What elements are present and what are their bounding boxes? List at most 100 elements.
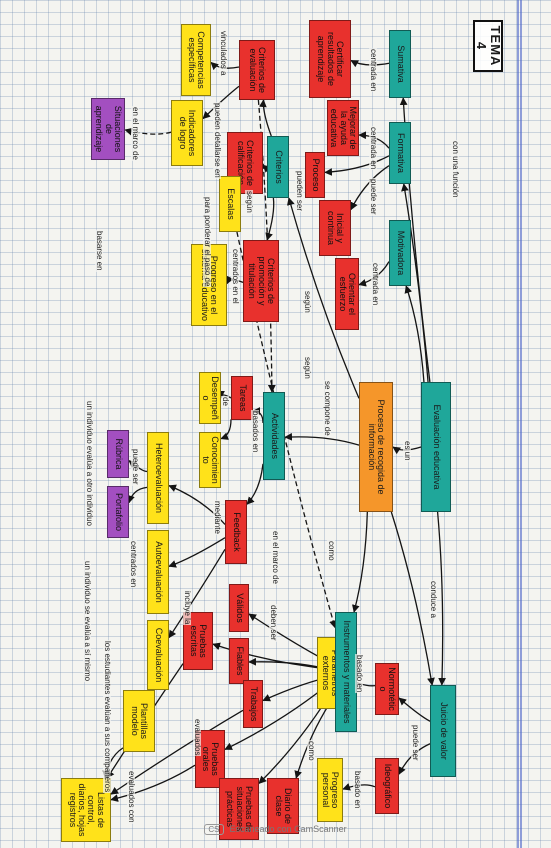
- connector-evaluacion-educativa-to-formativa: [401, 183, 429, 383]
- edge-label-centrada-en-2: centrada en: [369, 126, 378, 171]
- concept-map: TEMA 4 Evaluación educativa Juicio de va…: [40, 0, 511, 848]
- edge-label-un-individuo-evalua: un individuo evalúa a otro individuo: [85, 400, 94, 527]
- connector-criterios-to-criterios-promocion: [265, 197, 275, 241]
- node-certificar-resultados: Certificar resultados de aprendizaje: [309, 20, 351, 98]
- connector-escalas-to-instrumentos-materiales: [236, 231, 337, 629]
- node-competencias-especificas: Competencias específicas: [181, 24, 211, 96]
- edge-label-pueden-detallarse-en: pueden detallarse en: [213, 102, 222, 179]
- connector-proceso-recogida-to-criterios: [287, 197, 360, 399]
- connector-formativa-to-proceso: [324, 155, 390, 176]
- scanner-logo: CS: [204, 823, 224, 835]
- edge-label-se-compone-de: se compone de: [323, 380, 332, 437]
- node-normotetico: Normotético: [375, 663, 399, 715]
- scanner-watermark-text: Escaneado con CamScanner: [229, 824, 347, 834]
- edge-label-pueden-ser: pueden ser: [295, 170, 304, 213]
- node-coevaluacion: Coevaluación: [147, 620, 169, 690]
- edge-label-como-2: como: [307, 740, 316, 762]
- edge-label-basado-en-1: basado en: [355, 654, 364, 694]
- connector-evaluacion-educativa-to-motivadora: [404, 285, 425, 383]
- edge-label-de: de: [221, 396, 230, 407]
- edge-label-para-ponderar: para ponderar el paso de: [203, 196, 212, 288]
- node-rubrica: Rúbrica: [107, 430, 129, 478]
- connector-actividades-to-feedback: [246, 463, 264, 505]
- edge-label-como: como: [327, 540, 336, 562]
- node-proceso-recogida: Proceso de recogida de información: [359, 382, 393, 512]
- node-motivadora: Motivadora: [389, 220, 411, 286]
- node-progreso-personal: Progreso personal: [317, 758, 343, 822]
- connector-pruebas-orales-to-listas-control: [110, 764, 196, 802]
- edge-label-puede-ser-2: puede ser: [411, 724, 420, 762]
- connector-heteroevaluacion-to-portafolio: [127, 486, 148, 504]
- edge-label-estudiantes-evaluan: los estudiantes evalúan a sus compañeros: [103, 640, 112, 794]
- node-tareas: Tareas: [231, 376, 253, 420]
- node-ideografico: Ideográfico: [375, 758, 399, 814]
- node-formativa: Formativa: [389, 122, 411, 184]
- edge-label-segun-3: según: [245, 190, 254, 214]
- edge-label-con-una-funcion: con una función: [451, 140, 460, 199]
- edge-label-incluye-la: incluye la: [183, 590, 192, 626]
- connector-feedback-to-coevaluacion: [168, 549, 226, 639]
- node-instrumentos-materiales: Instrumentos y materiales: [335, 612, 357, 732]
- connector-tareas-to-conocimiento: [220, 419, 232, 440]
- edge-label-segun-2: según: [303, 356, 312, 380]
- node-feedback: Feedback: [225, 500, 247, 564]
- node-criterios: Criterios: [267, 136, 289, 198]
- connector-criterios-to-criterios-evaluacion: [258, 99, 272, 137]
- edge-label-es-un: es un: [403, 440, 412, 462]
- connector-proceso-recogida-to-actividades: [284, 432, 360, 446]
- edge-label-centrados-en: centrados en: [129, 540, 138, 589]
- node-indicadores-logro: Indicadores de logro: [171, 100, 203, 166]
- scanner-watermark: CS Escaneado con CamScanner: [0, 820, 551, 838]
- node-trabajos: Trabajos: [243, 680, 263, 728]
- connector-sumativa-to-certificar-resultados: [350, 59, 390, 68]
- connector-indicadores-logro-to-situaciones-aprendizaje: [124, 127, 172, 136]
- node-situaciones-aprendizaje: Situaciones de aprendizaje: [91, 98, 125, 160]
- node-fiables: Fiables: [229, 638, 249, 684]
- connector-feedback-to-autoevaluacion: [168, 537, 226, 568]
- map-title: TEMA 4: [473, 20, 503, 72]
- node-mejorar-ayuda: Mejorar de la ayuda educativa: [327, 100, 359, 156]
- node-portafolio: Portafolio: [107, 486, 129, 538]
- edge-label-deben-ser: deben ser: [269, 604, 278, 642]
- node-inicial-continua: Inicial y continua: [319, 200, 351, 256]
- connector-evaluacion-educativa-to-juicio-de-valor: [436, 511, 446, 686]
- node-evaluacion-educativa: Evaluación educativa: [421, 382, 451, 512]
- node-juicio-de-valor: Juicio de valor: [430, 685, 456, 777]
- connector-proceso-recogida-to-juicio-de-valor: [390, 511, 435, 686]
- node-proceso: Proceso: [305, 152, 325, 198]
- node-plantillas-modelo: Plantillas modelo: [123, 690, 155, 752]
- edge-label-en-el-marco-de-2: en el marco de: [271, 530, 280, 585]
- edge-label-en-el-marco-de-1: en el marco de: [131, 106, 140, 161]
- connector-ideografico-to-progreso-personal: [342, 783, 376, 791]
- edge-label-un-individuo-se-evalua: un individuo se evalúa a sí mismo: [83, 560, 92, 683]
- connector-juicio-de-valor-to-normotetico: [398, 697, 431, 722]
- node-autoevaluacion: Autoevaluación: [147, 530, 169, 614]
- edge-label-basados-en: basados en: [251, 410, 260, 454]
- edge-label-segun-1: según: [303, 290, 312, 314]
- edge-label-conduce-a: conduce a: [429, 580, 438, 619]
- node-desempeno: Desempeño: [199, 372, 221, 424]
- connector-proceso-recogida-to-instrumentos-materiales: [352, 511, 368, 613]
- node-criterios-promocion: Criterios de promoción y titulación: [243, 240, 279, 322]
- edge-label-evaluados-con: evaluados con: [127, 770, 136, 824]
- edge-label-basado-en-2: basado en: [353, 770, 362, 810]
- edge-label-vinculados-a: vinculados a: [219, 30, 228, 77]
- node-escalas: Escalas: [219, 176, 241, 232]
- node-conocimiento: Conocimiento: [199, 432, 221, 488]
- edge-label-puede-ser-1: puede ser: [369, 178, 378, 216]
- connector-formativa-to-inicial-continua: [350, 165, 390, 211]
- edge-label-puede-ser-3: puede ser: [131, 448, 140, 486]
- edge-label-centrada-en-1: centrada en: [369, 48, 378, 93]
- node-validos: Válidos: [229, 584, 249, 632]
- edge-label-evaluados: evaluados: [193, 718, 202, 757]
- connector-criterios-evaluacion-to-indicadores-logro: [202, 85, 240, 120]
- node-sumativa: Sumativa: [389, 30, 411, 98]
- node-actividades: Actividades: [263, 392, 285, 480]
- edge-label-centrada-en-3: centrada en: [371, 262, 380, 307]
- edge-label-basarse-en: basarse en: [95, 230, 104, 272]
- node-heteroevaluacion: Heteroevaluación: [147, 432, 169, 524]
- edge-label-mediante: mediante: [213, 500, 222, 535]
- node-orientar-esfuerzo: Orientar el esfuerzo: [335, 258, 359, 330]
- edge-label-centrados-en-el: centrados en el: [231, 248, 240, 305]
